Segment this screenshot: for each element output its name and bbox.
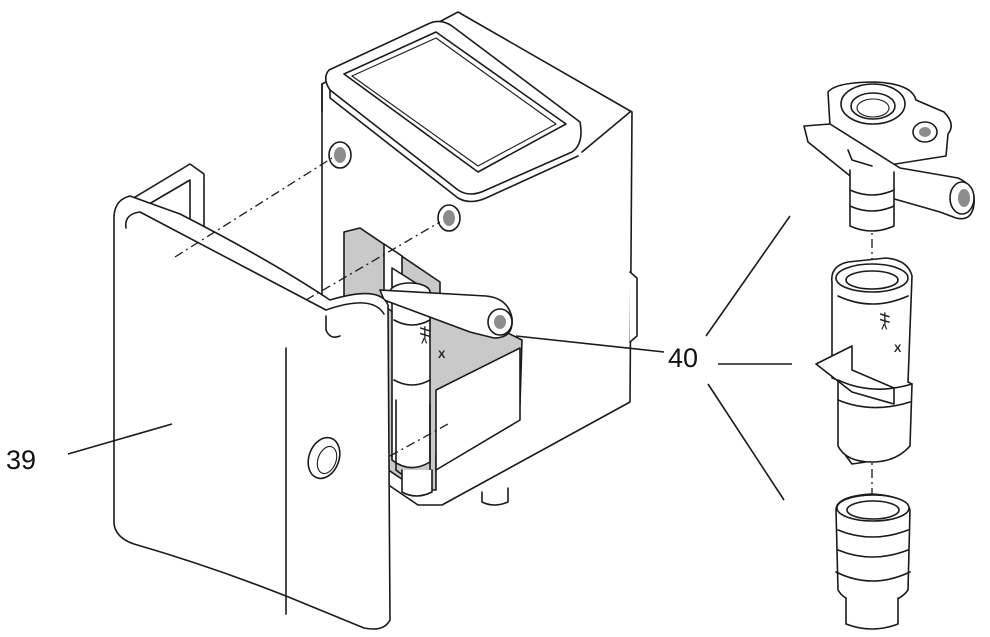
exploded-sleeve: >ᚋᚋ X (815, 257, 913, 465)
leader-lines (67, 215, 792, 501)
exploded-nozzle (835, 493, 911, 630)
label-39: 39 (6, 445, 36, 475)
installed-valve: >ᚋᚋ X (379, 243, 513, 506)
exploded-lever-valve (803, 81, 975, 232)
mount-hole-upper-right (437, 204, 461, 232)
sleeve-x-mark: X (894, 343, 902, 355)
cover-39 (113, 163, 391, 630)
sleeve-arrow-text: >ᚋᚋ (879, 312, 891, 330)
installed-valve-x-mark: X (438, 349, 446, 361)
main-housing: >ᚋᚋ X (321, 11, 638, 506)
mount-hole-upper-left (328, 141, 352, 169)
label-40: 40 (668, 343, 698, 373)
cover-access-hole (307, 436, 341, 480)
installed-valve-arrow-text: >ᚋᚋ (419, 326, 431, 344)
